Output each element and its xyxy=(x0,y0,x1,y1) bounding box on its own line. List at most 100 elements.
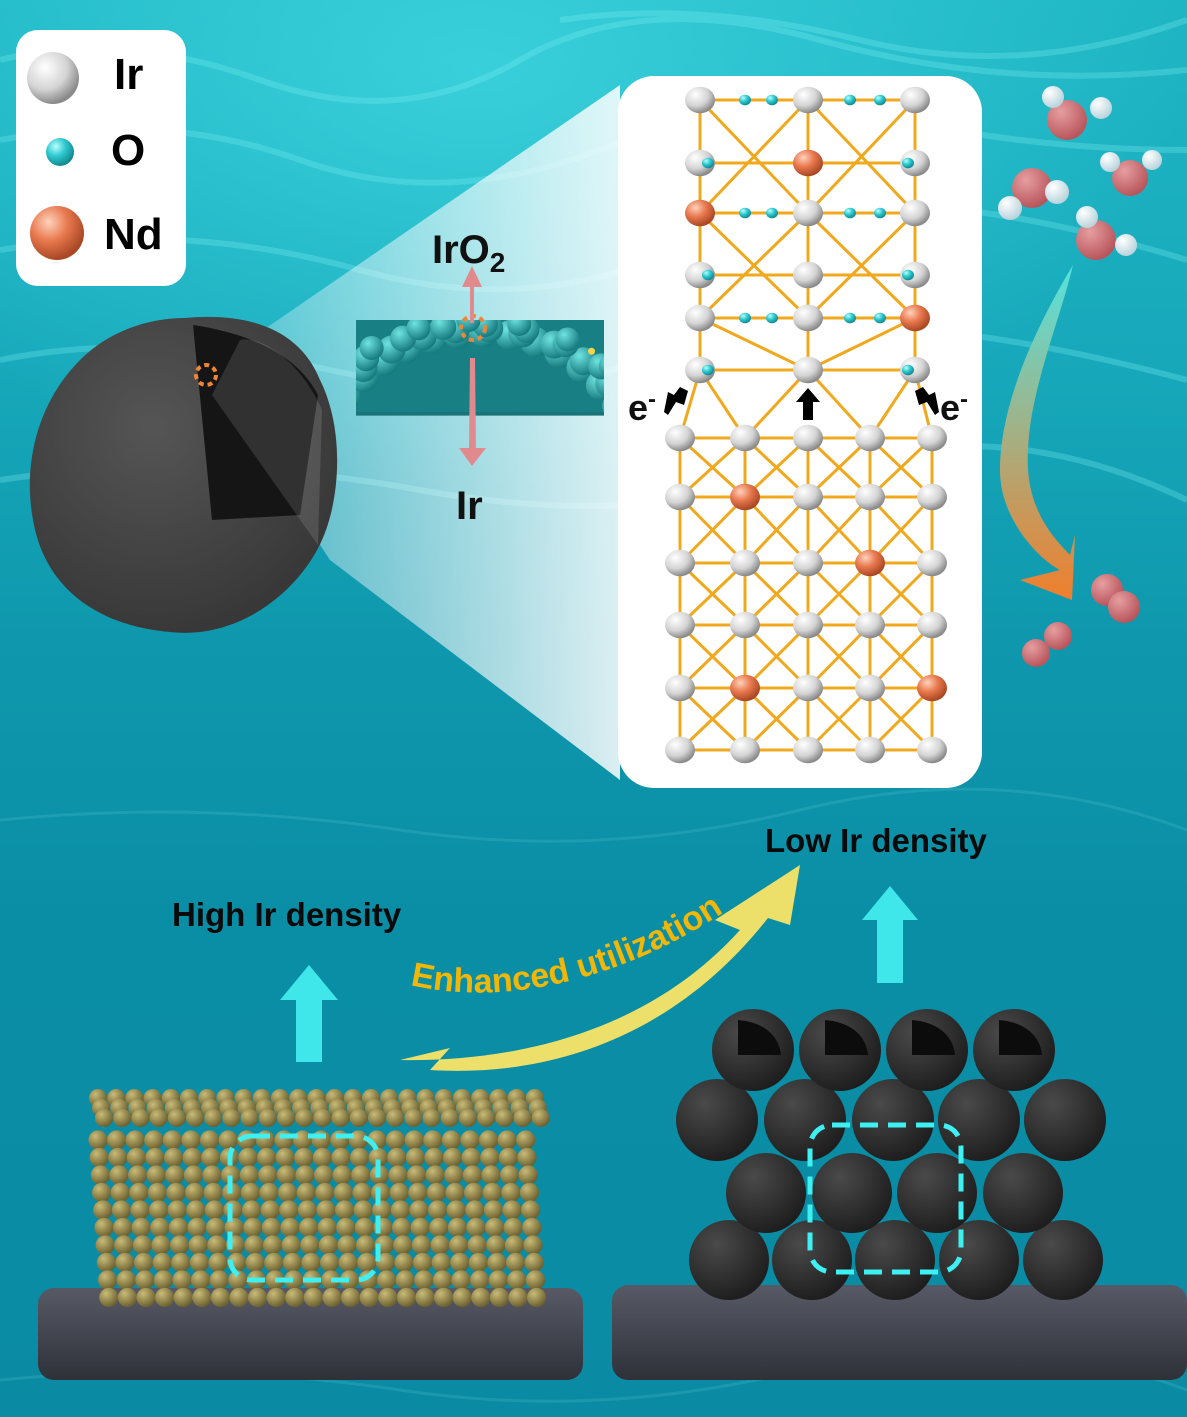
bond xyxy=(678,623,747,690)
ir-atom xyxy=(793,424,823,452)
ir-particle xyxy=(151,1235,171,1255)
ir-particle xyxy=(111,1200,131,1220)
electron-left-sup: - xyxy=(648,386,657,413)
nd-atom-icon xyxy=(30,206,84,260)
ir-particle xyxy=(394,1252,414,1273)
ir-particle xyxy=(152,1252,172,1273)
ir-particle xyxy=(146,1165,166,1185)
ir-atom xyxy=(793,199,823,227)
ir-particle xyxy=(318,1235,338,1255)
ir-atom xyxy=(793,611,823,639)
ir-particle xyxy=(113,1109,132,1127)
ir-atom xyxy=(900,261,930,289)
ir-particle xyxy=(183,1165,203,1185)
ir-particle xyxy=(221,1165,241,1185)
o2-molecule xyxy=(1022,622,1072,667)
highlight-box-left xyxy=(227,1133,381,1283)
ir-particle xyxy=(440,1109,459,1127)
ir-particle xyxy=(470,1270,490,1290)
ir-particle xyxy=(95,1235,115,1255)
legend-symbols xyxy=(27,52,84,260)
ir-particle xyxy=(170,1235,190,1255)
ir-particle xyxy=(145,1147,165,1168)
ir-particle xyxy=(422,1109,441,1127)
ir-particle xyxy=(404,1130,424,1150)
electron-label-right: e- xyxy=(940,386,968,429)
ir-particle xyxy=(407,1165,427,1185)
ir-particle xyxy=(240,1182,260,1203)
highlight-circle xyxy=(194,363,218,387)
ir-particle xyxy=(350,1147,370,1168)
ir-particle xyxy=(276,1165,296,1185)
carbon-sphere xyxy=(1024,1079,1106,1161)
ir-particle xyxy=(263,1235,283,1255)
ir-particle xyxy=(275,1147,295,1168)
ir-particle xyxy=(296,1182,316,1203)
ir-particle xyxy=(335,1200,355,1220)
ir-particle xyxy=(337,1235,357,1255)
ir-particle xyxy=(341,1287,361,1308)
ir-particle xyxy=(445,1182,465,1203)
ir-particle xyxy=(336,1217,356,1238)
electron-right-text: e xyxy=(940,387,961,428)
iro2-text: IrO xyxy=(432,228,490,272)
ir-particle xyxy=(349,1109,368,1127)
ir-atom xyxy=(730,611,760,639)
substrate-left xyxy=(38,1288,583,1380)
bond xyxy=(678,495,747,565)
o-atom xyxy=(766,312,778,324)
electron-left-text: e xyxy=(628,387,649,428)
ir-particle xyxy=(352,1182,372,1203)
substrate-right xyxy=(612,1285,1187,1380)
o-atom xyxy=(874,312,886,324)
ir-particle xyxy=(497,1130,517,1150)
bond xyxy=(743,436,810,499)
ir-atom xyxy=(665,549,695,577)
legend-label-o: O xyxy=(111,126,146,175)
o-atom xyxy=(844,312,856,324)
ir-particle xyxy=(443,1147,463,1168)
ir-particle xyxy=(243,1217,263,1238)
ir-atom xyxy=(793,304,823,332)
bond xyxy=(807,316,916,372)
ir-atom xyxy=(793,483,823,511)
ir-atom xyxy=(793,86,823,114)
ir-particle xyxy=(313,1109,332,1127)
ir-particle xyxy=(93,1200,113,1220)
ir-particle xyxy=(527,1287,547,1308)
ir-particle xyxy=(392,1217,412,1238)
water-molecule xyxy=(1100,150,1162,196)
ir-particle xyxy=(164,1147,184,1168)
ir-particle xyxy=(508,1287,528,1308)
bond xyxy=(678,561,747,627)
ir-particle xyxy=(489,1287,509,1308)
ir-particle xyxy=(278,1182,298,1203)
ir-particle xyxy=(155,1287,175,1308)
ir-particle xyxy=(452,1287,472,1308)
ir-particle xyxy=(375,1252,395,1273)
bond xyxy=(806,495,872,565)
carbon-sphere xyxy=(764,1079,846,1161)
ir-particle xyxy=(209,1270,229,1290)
ir-particle xyxy=(168,1217,188,1238)
ir-particle xyxy=(167,1200,187,1220)
bond xyxy=(806,561,872,627)
ir-particle xyxy=(110,1182,130,1203)
ir-particle xyxy=(459,1109,477,1127)
carbon-sphere xyxy=(852,1079,934,1161)
ir-particle xyxy=(480,1147,500,1168)
ir-particle xyxy=(395,1270,415,1290)
ir-particle xyxy=(261,1217,281,1238)
ir-atom xyxy=(685,304,715,332)
ir-particle xyxy=(99,1287,119,1308)
ir-particle xyxy=(117,1287,137,1308)
ir-particle xyxy=(409,1200,429,1220)
ir-particle xyxy=(481,1165,501,1185)
ir-particle xyxy=(129,1182,149,1203)
bond xyxy=(868,436,934,499)
ir-particle xyxy=(404,1109,423,1127)
ir-particle xyxy=(210,1287,230,1308)
ir-particle xyxy=(258,1109,277,1127)
